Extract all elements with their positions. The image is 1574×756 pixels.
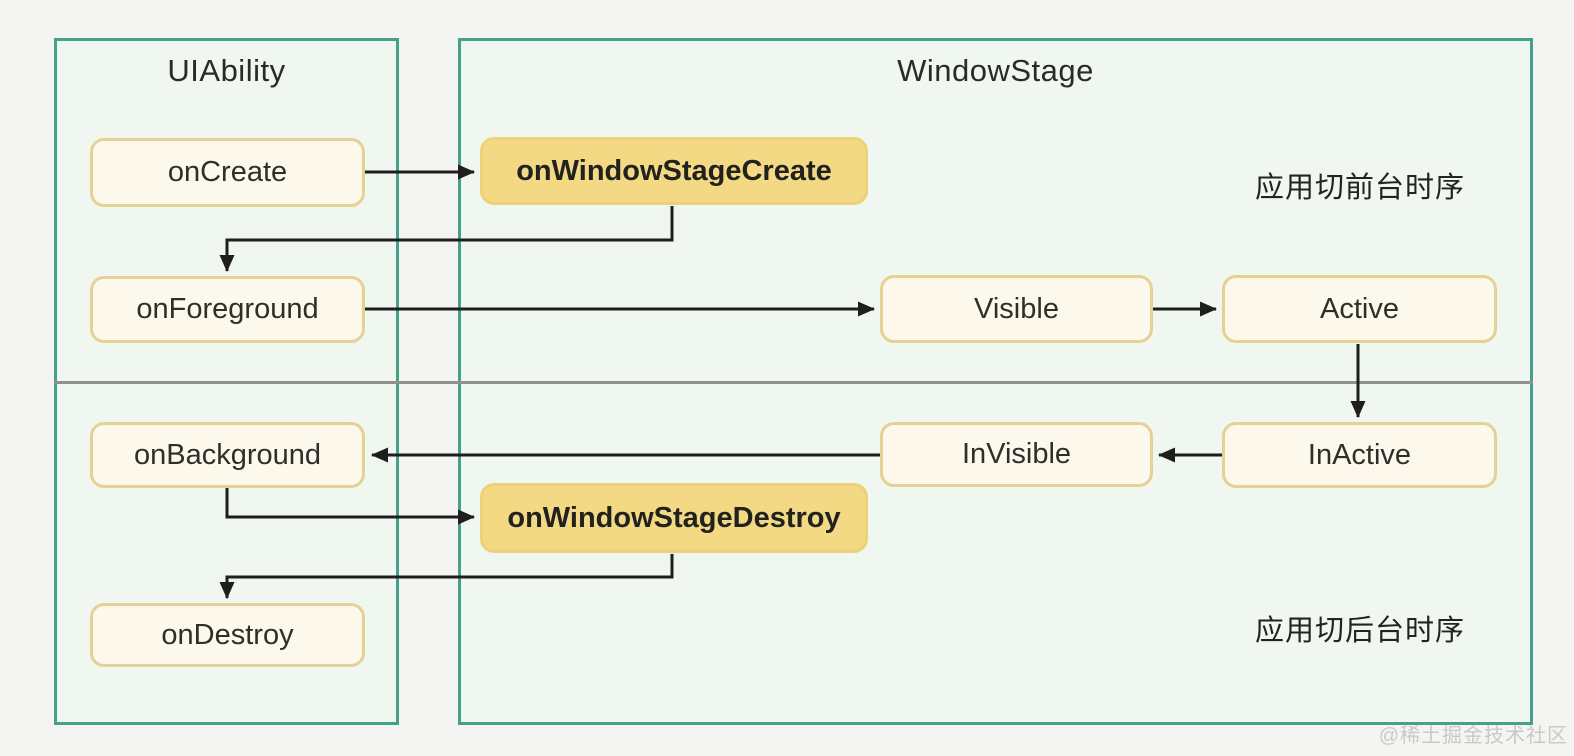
- windowstage-panel-title: WindowStage: [897, 53, 1094, 88]
- node-visible: Visible: [880, 275, 1153, 343]
- foreground-sequence-label: 应用切前台时序: [1254, 172, 1465, 204]
- node-active: Active: [1222, 275, 1497, 343]
- sequence-divider-line: [54, 381, 1533, 384]
- node-invisible: InVisible: [880, 422, 1153, 487]
- node-onbackground: onBackground: [90, 422, 365, 488]
- node-ondestroy: onDestroy: [90, 603, 365, 667]
- background-sequence-label: 应用切后台时序: [1254, 615, 1465, 647]
- node-onforeground: onForeground: [90, 276, 365, 343]
- node-onwindowstagedestroy: onWindowStageDestroy: [480, 483, 868, 553]
- watermark-text: @稀土掘金技术社区: [1378, 725, 1568, 747]
- node-onwindowstagecreate: onWindowStageCreate: [480, 137, 868, 205]
- uiability-panel-title: UIAbility: [167, 53, 286, 88]
- node-oncreate: onCreate: [90, 138, 365, 207]
- node-inactive: InActive: [1222, 422, 1497, 488]
